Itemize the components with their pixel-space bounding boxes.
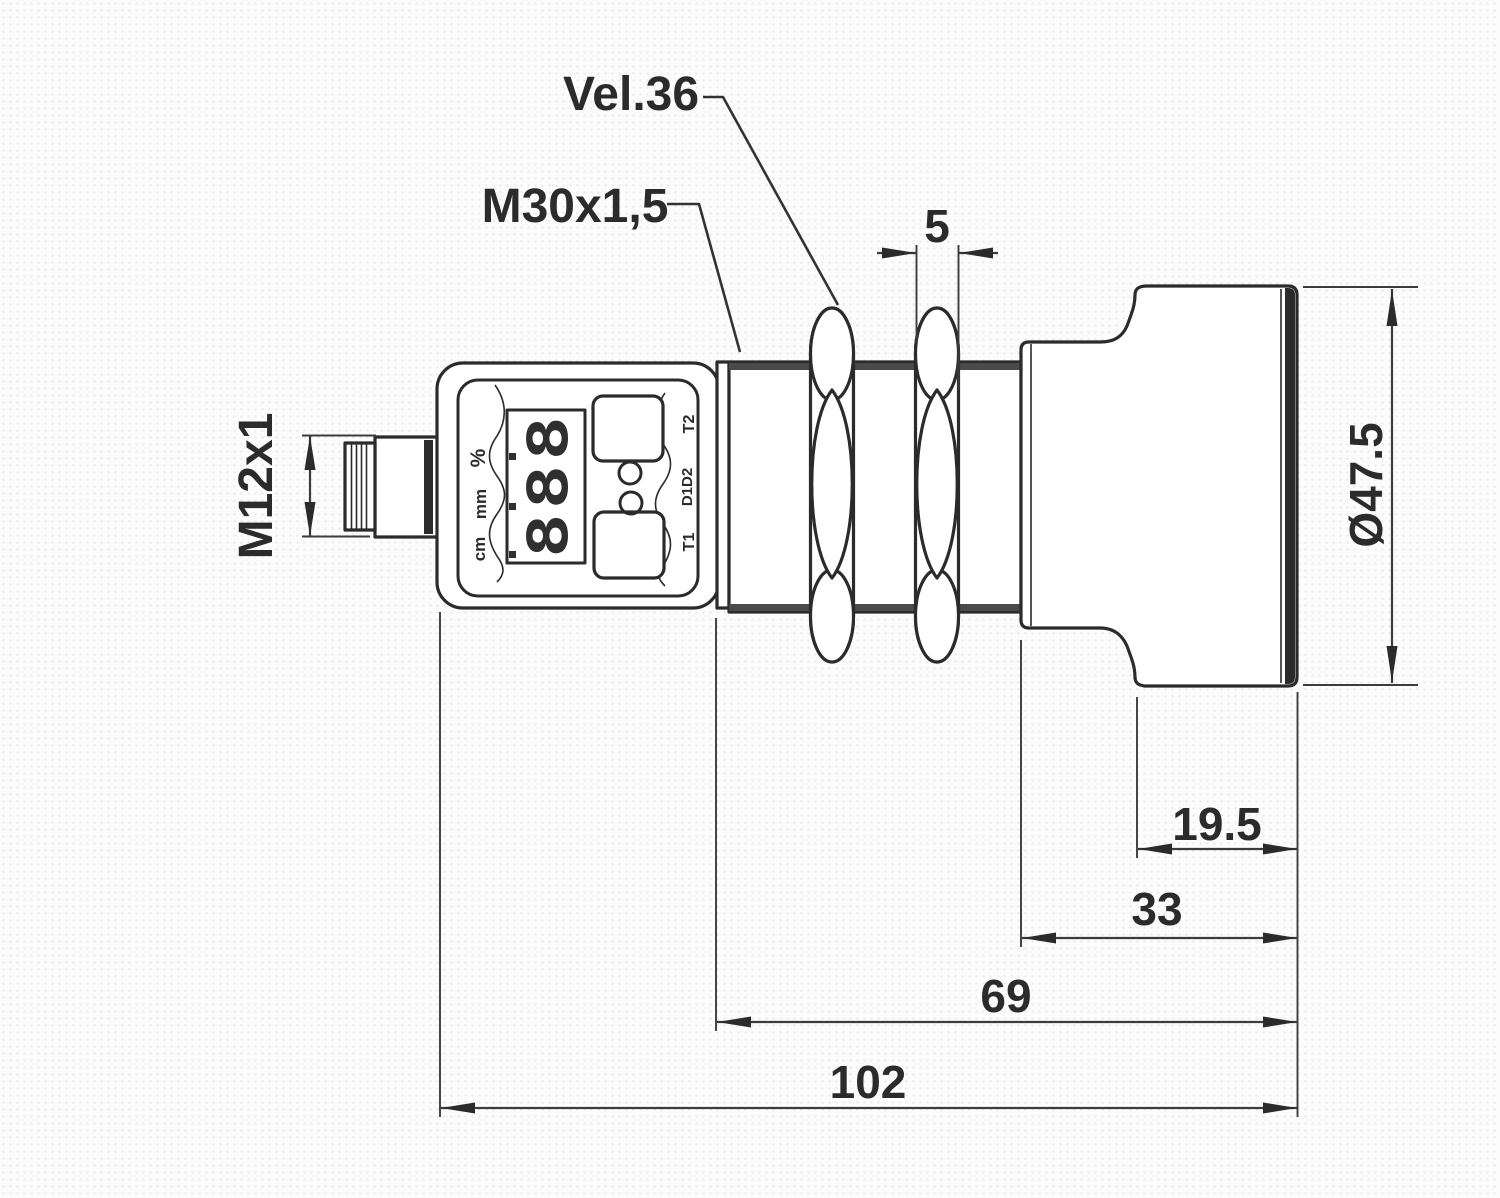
dim-head-length-value: 19.5 — [1172, 798, 1262, 850]
dim-head-length: 19.5 — [1136, 697, 1297, 858]
lcd-panel — [505, 408, 587, 565]
dim-head-diameter-value: Ø47.5 — [1340, 422, 1392, 547]
left-scallop-contour — [488, 384, 506, 583]
dim-total-length-value: 102 — [830, 1056, 907, 1108]
teach-button-t1[interactable] — [592, 510, 666, 580]
unit-label-percent: % — [467, 448, 490, 467]
connector-flange-band — [424, 440, 433, 534]
dim-connector-thread-value: M12x1 — [230, 413, 283, 560]
dim-nut-width-value: 5 — [924, 200, 950, 252]
lcd-decimal-dots — [509, 453, 516, 558]
connector-knurl — [343, 441, 377, 532]
lcd-digits: 888 — [516, 412, 580, 558]
barrel-thread-label: M30x1,5 — [482, 180, 669, 233]
dim-barrel-length-value: 69 — [980, 970, 1031, 1022]
unit-label-mm: mm — [471, 489, 490, 519]
hex-nut-1 — [808, 306, 856, 664]
wrench-size-leader — [703, 95, 840, 306]
dim-head-diameter: Ø47.5 — [1303, 286, 1418, 686]
dim-nut-width: 5 — [877, 200, 998, 390]
barrel-body — [727, 360, 1023, 614]
button-label-t1: T1 — [681, 533, 698, 552]
head-outline — [1019, 284, 1299, 688]
m12-connector — [343, 435, 441, 539]
display-housing: 888 % mm cm T2 D1D2 T1 — [435, 361, 721, 610]
housing-end-collar — [715, 360, 731, 610]
housing-face — [456, 378, 700, 598]
teach-button-t2[interactable] — [591, 394, 665, 463]
dim-head-assembly-length-value: 33 — [1131, 883, 1182, 935]
dim-connector-thread: M12x1 — [230, 413, 376, 560]
led-indicator-1 — [617, 460, 643, 486]
thread-leader — [667, 202, 742, 353]
dim-total-length: 102 — [439, 612, 1299, 1117]
dim-barrel-length: 69 — [715, 618, 1297, 1031]
button-label-t2: T2 — [681, 415, 698, 434]
wrench-size-label: Vel.36 — [563, 68, 699, 121]
led-indicator-2 — [618, 490, 644, 516]
sensor-head — [1019, 284, 1299, 688]
unit-label-cm: cm — [470, 537, 489, 562]
button-label-d1d2: D1D2 — [679, 468, 696, 506]
transducer-face-band — [1285, 288, 1295, 684]
knurl-ribs — [350, 444, 368, 529]
m30-barrel — [715, 360, 1023, 614]
hex-nut-2 — [913, 306, 961, 664]
dim-head-assembly-length: 33 — [1020, 640, 1297, 947]
